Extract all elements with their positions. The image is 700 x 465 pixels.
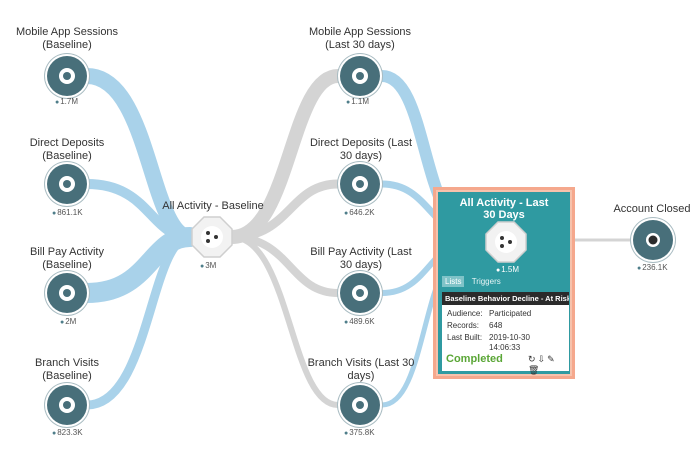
target-icon (646, 233, 660, 247)
recent-label: Direct Deposits (Last 30 days) (309, 137, 413, 162)
recent-count: ●1.1M (346, 97, 370, 106)
user-icon: ● (344, 319, 349, 326)
split-icon (485, 221, 527, 263)
download-icon[interactable]: ⇩ (537, 354, 548, 364)
flow-hub-billpay (228, 233, 342, 297)
tab-triggers[interactable]: Triggers (471, 277, 501, 286)
user-icon: ● (637, 265, 642, 272)
card-title: All Activity - Last 30 Days (459, 197, 549, 221)
last-built-time: 14:06:33 (489, 343, 521, 352)
source-label: Mobile App Sessions (Baseline) (15, 26, 119, 51)
recent-label: Branch Visits (Last 30 days) (307, 357, 415, 382)
user-icon: ● (344, 430, 349, 437)
source-node[interactable] (47, 273, 87, 313)
target-label: Account Closed (613, 203, 691, 215)
list-details: Audience:Participated Records:648 Last B… (442, 305, 569, 375)
source-label: Direct Deposits (Baseline) (29, 137, 105, 162)
github-icon (59, 397, 75, 413)
recent-count: ●646.2K (344, 208, 375, 217)
hub-label: All Activity - Baseline (162, 200, 264, 212)
selected-node-card[interactable]: All Activity - Last 30 Days ●1.5M Lists … (433, 187, 575, 379)
github-icon (352, 285, 368, 301)
user-icon: ● (496, 267, 501, 274)
target-node[interactable] (633, 220, 673, 260)
flow-branch-baseline (82, 232, 195, 410)
recent-node[interactable] (340, 164, 380, 204)
audience-row: Audience:Participated (447, 309, 532, 318)
hub-count: ●3M (200, 261, 217, 270)
github-icon (59, 176, 75, 192)
github-icon (352, 68, 368, 84)
source-label: Bill Pay Activity (Baseline) (30, 246, 104, 271)
github-icon (352, 397, 368, 413)
source-count: ●1.7M (55, 97, 79, 106)
card-actions: ↻⇩✎ 🗑 (528, 354, 569, 376)
source-count: ●2M (60, 317, 77, 326)
source-label: Branch Visits (Baseline) (35, 357, 99, 382)
source-node[interactable] (47, 385, 87, 425)
user-icon: ● (346, 99, 351, 106)
github-icon (59, 68, 75, 84)
user-icon: ● (52, 210, 57, 217)
split-icon (191, 216, 233, 258)
github-icon (352, 176, 368, 192)
flow-hub-mobile (225, 69, 345, 244)
recent-label: Bill Pay Activity (Last 30 days) (310, 246, 412, 271)
github-icon (59, 285, 75, 301)
user-icon: ● (55, 99, 60, 106)
source-node[interactable] (47, 164, 87, 204)
records-row: Records:648 (447, 321, 503, 330)
last-built-row: Last Built:2019-10-30 (447, 333, 530, 342)
user-icon: ● (200, 263, 205, 270)
card-node[interactable] (484, 220, 528, 264)
user-icon: ● (344, 210, 349, 217)
recent-count: ●375.8K (344, 428, 375, 437)
delete-icon[interactable]: 🗑 (528, 365, 542, 375)
recent-count: ●489.6K (344, 317, 375, 326)
edit-icon[interactable]: ✎ (547, 354, 557, 364)
user-icon: ● (52, 430, 57, 437)
recent-node[interactable] (340, 56, 380, 96)
recent-node[interactable] (340, 273, 380, 313)
recent-label: Mobile App Sessions (Last 30 days) (308, 26, 412, 51)
recent-node[interactable] (340, 385, 380, 425)
list-name[interactable]: Baseline Behavior Decline - At Risk (442, 292, 569, 305)
refresh-icon[interactable]: ↻ (528, 354, 538, 364)
status-completed: Completed (446, 353, 503, 365)
flow-hub-branch (229, 234, 341, 408)
source-node[interactable] (47, 56, 87, 96)
source-count: ●861.1K (52, 208, 83, 217)
card-tabs: Lists Triggers (442, 276, 506, 287)
flow-hub-deposits (227, 179, 343, 242)
hub-node[interactable] (190, 215, 234, 259)
tab-lists[interactable]: Lists (442, 276, 465, 287)
card-count: ●1.5M (496, 265, 520, 274)
target-count: ●236.1K (637, 263, 668, 272)
user-icon: ● (60, 319, 65, 326)
source-count: ●823.3K (52, 428, 83, 437)
